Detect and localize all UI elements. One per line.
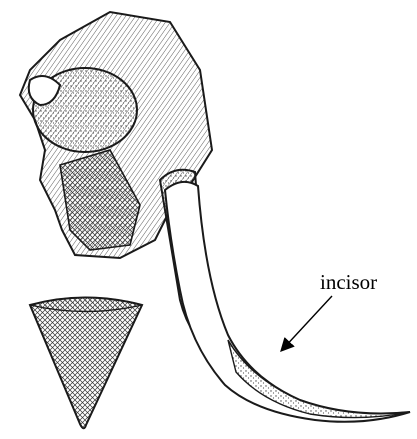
tusk <box>160 170 410 422</box>
incisor-arrow <box>282 296 332 350</box>
incisor-label: incisor <box>320 272 377 293</box>
cross-section-cone <box>30 298 142 429</box>
incisor-tip <box>228 340 410 418</box>
cross-section <box>30 298 142 429</box>
incisor-shape <box>165 182 410 422</box>
